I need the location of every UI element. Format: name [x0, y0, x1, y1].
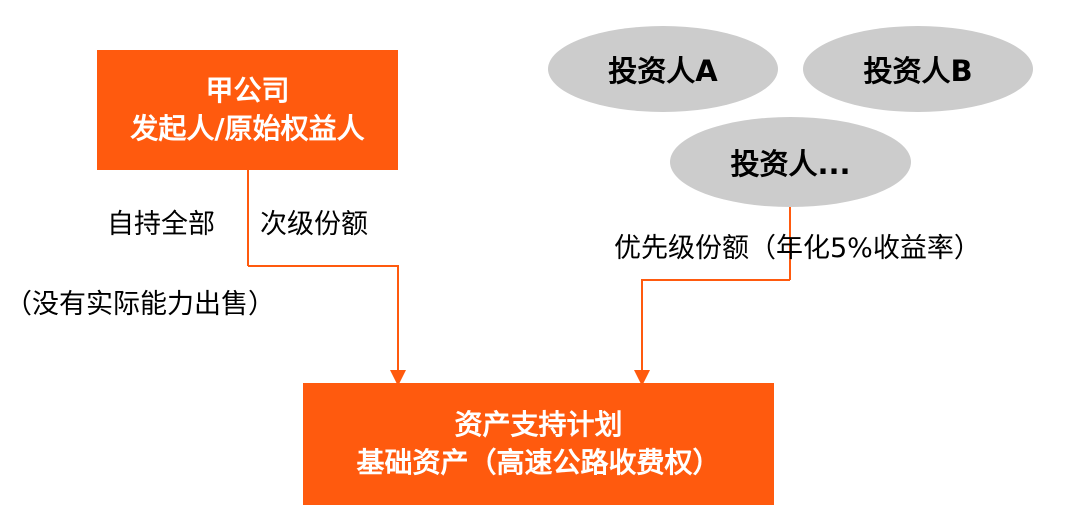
no-sale-note-label: （没有实际能力出售）: [5, 289, 275, 320]
originator-box: 甲公司 发起人/原始权益人: [97, 50, 398, 170]
originator-name: 甲公司: [205, 74, 290, 107]
investors-to-plan-arrow: [634, 279, 790, 386]
investor-more-oval: 投资人...: [670, 117, 911, 207]
investor-b-label: 投资人B: [863, 54, 973, 88]
investor-a-oval: 投资人A: [548, 26, 778, 112]
investor-more-label: 投资人...: [730, 147, 851, 181]
investor-b-oval: 投资人B: [803, 26, 1033, 112]
asset-support-plan-box: 资产支持计划 基础资产（高速公路收费权）: [303, 383, 774, 505]
subordinate-label: 次级份额: [260, 209, 368, 240]
originator-role: 发起人/原始权益人: [130, 112, 365, 145]
senior-tranche-label: 优先级份额（年化5%收益率）: [614, 233, 981, 264]
plan-title: 资产支持计划: [454, 408, 623, 441]
plan-underlying-asset: 基础资产（高速公路收费权）: [356, 446, 721, 479]
investor-a-label: 投资人A: [608, 54, 718, 88]
originator-to-plan-arrow: [248, 265, 406, 386]
hold-all-label: 自持全部: [107, 209, 215, 240]
